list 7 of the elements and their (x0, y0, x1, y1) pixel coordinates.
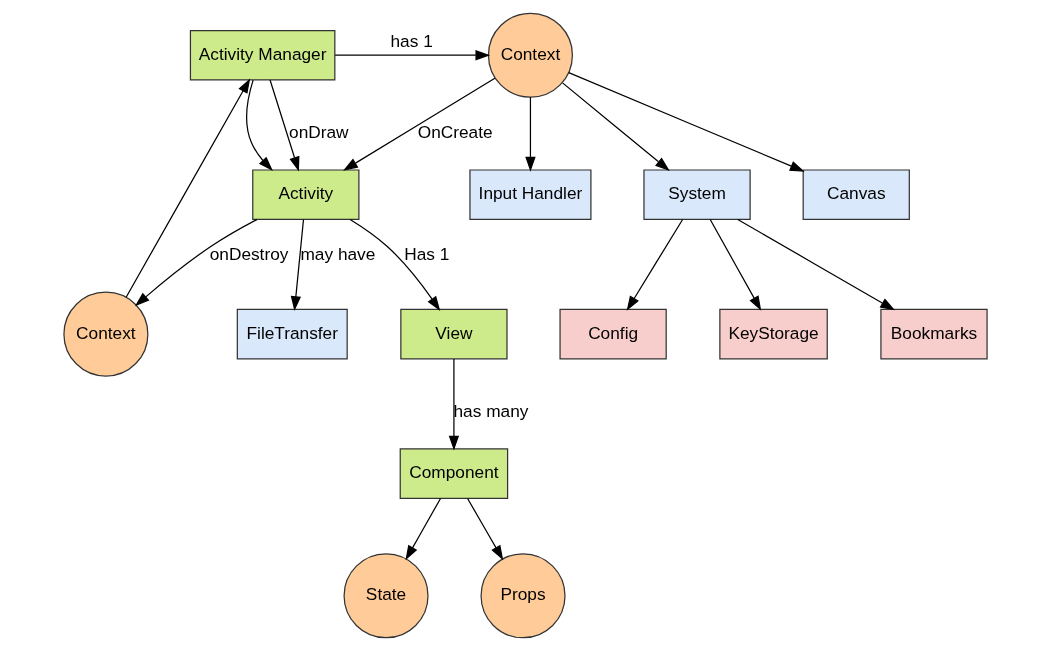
edge-label: onDraw (289, 122, 349, 143)
edge-label: may have (300, 244, 376, 265)
edge-label: OnCreate (417, 122, 493, 143)
edge-label: has 1 (390, 30, 433, 51)
edge-label: onDestroy (209, 244, 289, 265)
edge-label: Has 1 (404, 244, 450, 265)
edge-label: has many (453, 401, 529, 422)
